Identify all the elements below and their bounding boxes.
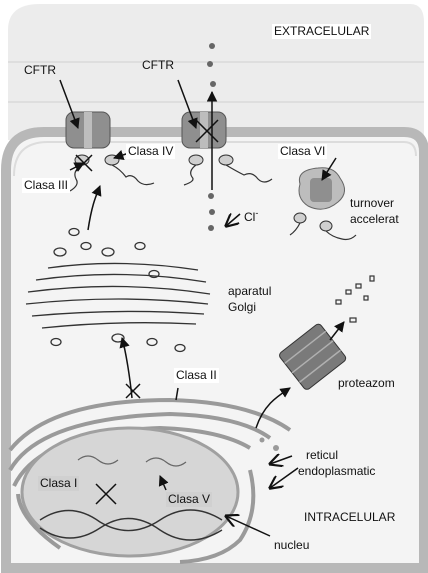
label-extracelular: EXTRACELULAR	[272, 24, 372, 39]
label-cl-text: Cl	[244, 210, 256, 224]
nucleus	[20, 426, 240, 558]
chloride-ions	[207, 43, 216, 231]
label-intracelular: INTRACELULAR	[304, 510, 396, 524]
line-clasa-ii	[175, 387, 179, 401]
label-golgi-line1: aparatul	[228, 284, 272, 298]
arrow-proteasome-out	[329, 321, 345, 341]
proteasome	[279, 275, 375, 390]
arrow-cftr-middle	[177, 79, 198, 129]
label-reticul-line1: reticul	[306, 448, 339, 462]
label-clasa-i: Clasa I	[38, 476, 80, 491]
golgi-apparatus	[25, 227, 211, 353]
label-clasa-ii: Clasa II	[174, 368, 219, 383]
label-clasa-vi: Clasa VI	[278, 144, 328, 159]
label-turnover-line2: accelerat	[350, 212, 399, 226]
arrow-reticul	[270, 456, 293, 464]
label-nucleu: nucleu	[274, 538, 310, 552]
label-reticul-line2: endoplasmatic	[298, 464, 376, 478]
arrow-golgi-to-membrane	[87, 185, 102, 231]
label-golgi-line2: Golgi	[228, 300, 257, 314]
label-turnover-line1: turnover	[350, 196, 395, 210]
label-cftr-left: CFTR	[24, 63, 56, 77]
arrow-cftr-left	[59, 79, 80, 129]
arrow-reticul-2	[270, 467, 299, 488]
label-cftr-middle: CFTR	[142, 58, 174, 72]
label-clasa-iii: Clasa III	[22, 178, 71, 193]
label-cl-superscript: -	[255, 208, 259, 218]
label-cl: Cl-	[244, 206, 258, 225]
label-clasa-iv: Clasa IV	[126, 144, 176, 159]
arrow-er-to-proteasome	[255, 387, 291, 429]
arrow-clasa-v	[158, 475, 169, 491]
arrow-nucleu	[226, 516, 271, 537]
label-proteazom: proteazom	[338, 376, 395, 390]
arrow-clasa-vi	[321, 157, 337, 181]
arrow-cl	[226, 214, 241, 226]
cftr-channel-internalized	[289, 167, 357, 241]
arrow-clasa-iii	[69, 162, 85, 172]
label-clasa-v: Clasa V	[166, 492, 213, 507]
